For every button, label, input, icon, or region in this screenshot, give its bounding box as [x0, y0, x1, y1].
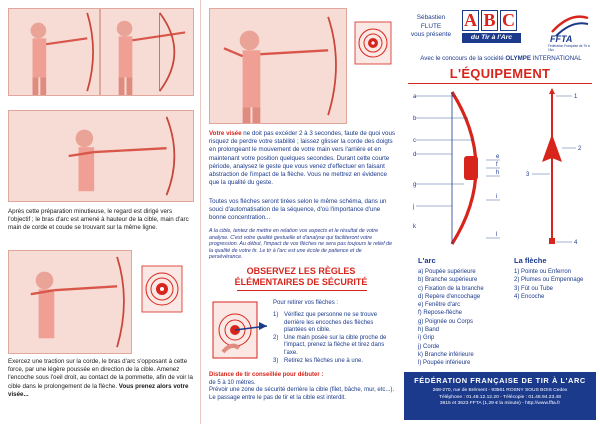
- bow-label: f: [496, 162, 498, 168]
- target-arrow-illustration: [209, 298, 269, 366]
- list-item: l) Poupée inférieure: [418, 360, 471, 367]
- concours-company: OLYMPE: [505, 55, 531, 62]
- bow-label: i: [496, 194, 497, 200]
- target-small-2: [353, 20, 393, 66]
- paragraph-traction: Exercez une traction sur la corde, le br…: [8, 358, 194, 399]
- abc-subtitle: du Tir à l'Arc: [462, 33, 521, 43]
- safety-title-underline: [237, 290, 367, 291]
- federation-contact-box: FÉDÉRATION FRANÇAISE DE TIR À L'ARC 268-…: [404, 372, 596, 420]
- paragraph-traction-bold: Vous prenez alors votre visée...: [8, 382, 189, 398]
- bow-label: b: [413, 116, 417, 122]
- middle-column: Votre visée ne doit pas excéder 2 à 3 se…: [200, 0, 400, 424]
- bow-parts-list: a) Poupée supérieure b) Branche supérieu…: [418, 268, 514, 368]
- safety-step: 3)Retirez les flèches une à une.: [273, 357, 364, 364]
- author-block: Sébastien FLUTE vous présente: [402, 14, 460, 40]
- arrow-label: 1: [574, 94, 578, 100]
- list-item: f) Repose-flèche: [418, 310, 463, 317]
- ffta-subline: Fédération Française de Tir à l'Arc: [548, 44, 590, 52]
- ffta-label: FFTA: [550, 34, 573, 44]
- author-presents: vous présente: [410, 31, 452, 38]
- ffta-logo-icon: [548, 10, 592, 46]
- archer-photo-release: [209, 8, 347, 124]
- list-item: 2) Plumes ou Empennage: [514, 277, 584, 284]
- list-item: a) Poupée supérieure: [418, 269, 476, 275]
- archer-photo-1: [8, 8, 100, 96]
- distance-value: de 5 à 10 mètres.: [209, 379, 256, 386]
- list-item: c) Fixation de la branche: [418, 285, 484, 292]
- target-small-1: [140, 264, 184, 314]
- list-item: g) Poignée ou Corps: [418, 318, 474, 325]
- archer-photo-2: [100, 8, 194, 96]
- list-item: k) Branche inférieure: [418, 351, 474, 358]
- bow-label: d: [413, 152, 416, 158]
- archer-photo-3: [8, 110, 194, 202]
- paragraph-preparation: Après cette préparation minutieuse, le r…: [8, 208, 189, 232]
- arrow-label: 2: [578, 146, 582, 152]
- author-lastname: FLUTE: [420, 22, 442, 30]
- bow-label: g: [413, 182, 416, 188]
- retirer-heading: Pour retirer vos flèches :: [273, 300, 339, 306]
- visee-text: ne doit pas excéder 2 à 3 secondes, faut…: [209, 130, 395, 187]
- bow-label: a: [413, 94, 417, 100]
- federation-title: FÉDÉRATION FRANÇAISE DE TIR À L'ARC: [414, 376, 586, 385]
- distance-label: Distance de tir conseillée pour débuter …: [209, 372, 324, 378]
- paragraph-visee: Votre visée ne doit pas excéder 2 à 3 se…: [209, 130, 395, 187]
- concours-line: Avec le concours de la société OLYMPE IN…: [420, 55, 582, 62]
- paragraph-schema: Toutes vos flèches seront tirées selon l…: [209, 198, 387, 222]
- bow-label: l: [496, 232, 497, 238]
- federation-web: 3615 et 3623 FFTA (1,29 € la minute) - h…: [439, 401, 561, 407]
- safety-step: 2)Une main posée sur la cible proche de …: [273, 334, 387, 356]
- left-column: Après cette préparation minutieuse, le r…: [0, 0, 200, 424]
- bow-label: h: [496, 170, 499, 176]
- visee-bold: Votre visée: [209, 130, 242, 137]
- list-item: b) Branche supérieure: [418, 277, 478, 284]
- abc-letter-c: C: [500, 10, 517, 31]
- archer-photo-4: [8, 250, 132, 354]
- equipment-divider: [408, 83, 592, 84]
- distance-text: Prévoir une zone de sécurité derrière la…: [209, 387, 395, 394]
- author-firstname: Sébastien: [416, 14, 446, 21]
- distance-block: Distance de tir conseillée pour débuter …: [209, 372, 397, 402]
- bow-label: e: [496, 154, 500, 160]
- distance-text-2: Le passage entre le pas de tir et la cib…: [209, 394, 347, 401]
- equipment-title: L'ÉQUIPEMENT: [449, 66, 551, 81]
- bow-label: c: [413, 138, 416, 144]
- list-item: d) Repère d'encochage: [418, 293, 481, 300]
- federation-address: 268-270, rue de Brément - 93561 ROSNY SO…: [432, 388, 568, 393]
- list-item: 3) Fût ou Tube: [514, 285, 554, 292]
- list-item: 1) Pointe ou Enferron: [514, 269, 572, 275]
- paragraph-traction-text: Exercez une traction sur la corde, le br…: [8, 358, 193, 390]
- safety-title: OBSERVEZ LES RÈGLES ÉLÉMENTAIRES DE SÉCU…: [201, 266, 401, 287]
- abc-letter-b: B: [481, 10, 498, 31]
- bow-diagram: a b c d e f g h i j k l: [412, 88, 502, 248]
- arrow-parts-list: 1) Pointe ou Enferron 2) Plumes ou Empen…: [514, 268, 596, 301]
- safety-title-line1: OBSERVEZ LES RÈGLES: [246, 266, 356, 276]
- federation-phone: Téléphone : 01.48.12.12.20 - Télécopie :…: [439, 394, 561, 400]
- safety-title-line2: ÉLÉMENTAIRES DE SÉCURITÉ: [234, 276, 368, 287]
- list-item: i) Grip: [418, 335, 435, 342]
- abc-letter-a: A: [462, 10, 479, 31]
- arrow-diagram: 1 2 3 4: [516, 88, 590, 248]
- abc-logo: A B C: [462, 10, 517, 31]
- list-item: h) Band: [418, 327, 440, 334]
- bow-label: k: [413, 224, 417, 230]
- list-item: j) Corde: [418, 343, 440, 350]
- arrow-label: 3: [526, 172, 530, 178]
- bow-list-title: L'arc: [418, 256, 436, 265]
- safety-step: 1)Vérifiez que personne ne se trouve der…: [273, 312, 378, 334]
- list-item: e) Fenêtre d'arc: [418, 302, 461, 309]
- list-item: 4) Encoche: [514, 293, 545, 300]
- arrow-list-title: La flèche: [514, 256, 547, 265]
- italic-note: A la cible, tentez de mettre en relation…: [209, 228, 393, 261]
- safety-steps: 1)Vérifiez que personne ne se trouve der…: [273, 312, 397, 365]
- arrow-label: 4: [574, 240, 578, 246]
- bow-label: j: [412, 204, 414, 210]
